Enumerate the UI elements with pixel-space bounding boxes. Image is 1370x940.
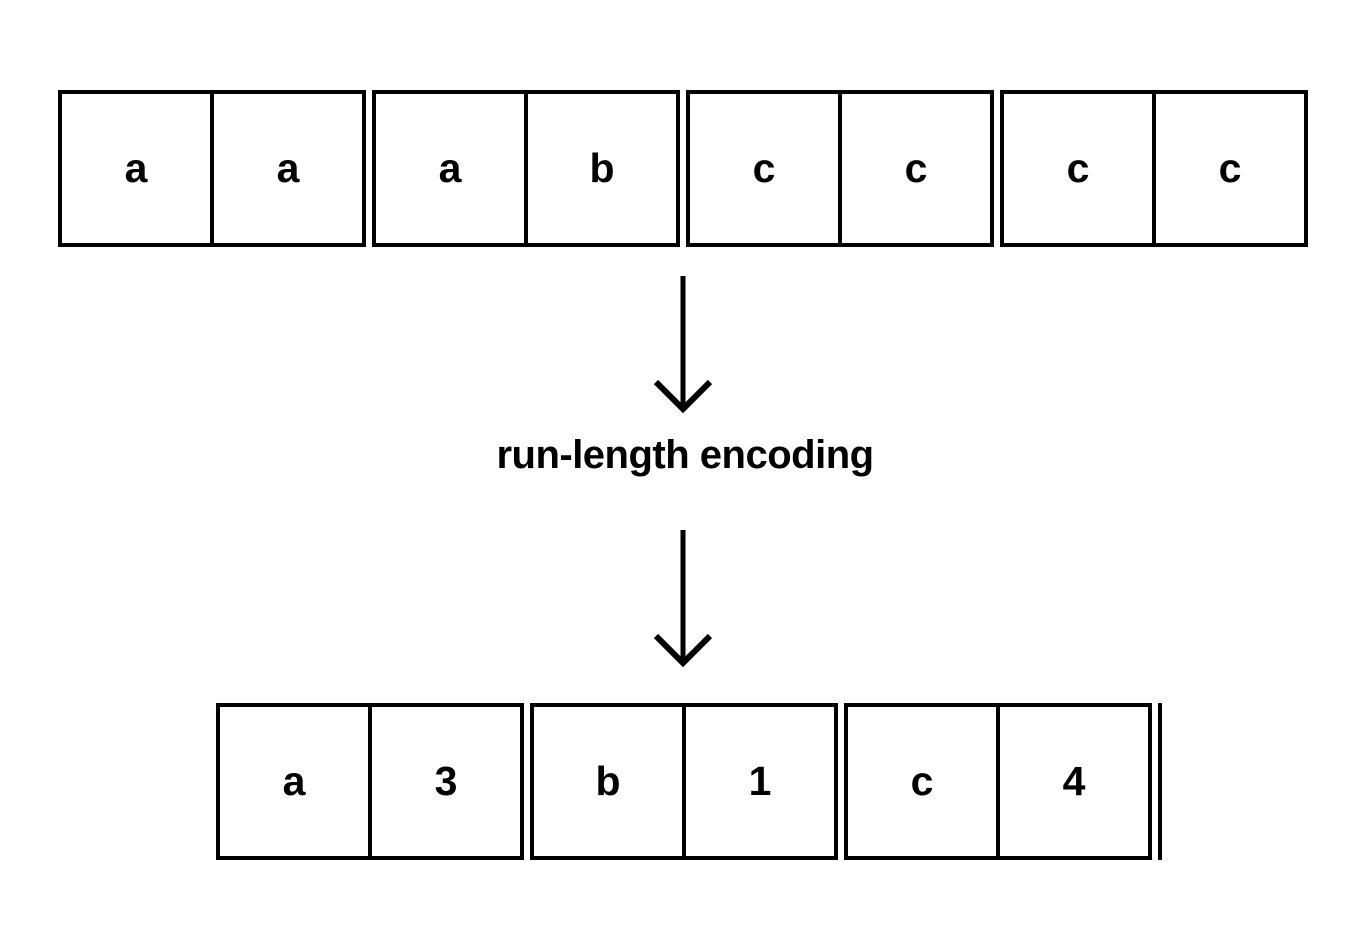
- output-cell-3: 1: [682, 703, 838, 860]
- input-cell-1: a: [210, 90, 366, 247]
- output-cell-group-2: b 1: [530, 703, 838, 860]
- output-cell-group-1: a 3: [216, 703, 524, 860]
- input-cell-2: a: [372, 90, 528, 247]
- output-cell-0: a: [216, 703, 372, 860]
- input-cell-group-1: a a: [58, 90, 366, 247]
- input-cell-group-4: c c: [1000, 90, 1308, 247]
- output-cell-group-3: c 4: [844, 703, 1152, 860]
- input-cell-3: b: [524, 90, 680, 247]
- output-cell-1: 3: [368, 703, 524, 860]
- output-cell-4: c: [844, 703, 1000, 860]
- input-sequence-row: a a a b c c c c: [58, 90, 1308, 247]
- input-cell-6: c: [1000, 90, 1156, 247]
- input-cell-7: c: [1152, 90, 1308, 247]
- input-cell-group-2: a b: [372, 90, 680, 247]
- input-cell-group-3: c c: [686, 90, 994, 247]
- transform-label: run-length encoding: [496, 433, 874, 477]
- input-cell-4: c: [686, 90, 842, 247]
- encoded-row-end-rule: [1158, 703, 1162, 860]
- arrow-down-top-icon: [645, 272, 721, 419]
- output-cell-5: 4: [996, 703, 1152, 860]
- output-cell-2: b: [530, 703, 686, 860]
- arrow-down-bottom-icon: [645, 526, 721, 673]
- encoded-sequence-row: a 3 b 1 c 4: [216, 703, 1162, 860]
- input-cell-0: a: [58, 90, 214, 247]
- input-cell-5: c: [838, 90, 994, 247]
